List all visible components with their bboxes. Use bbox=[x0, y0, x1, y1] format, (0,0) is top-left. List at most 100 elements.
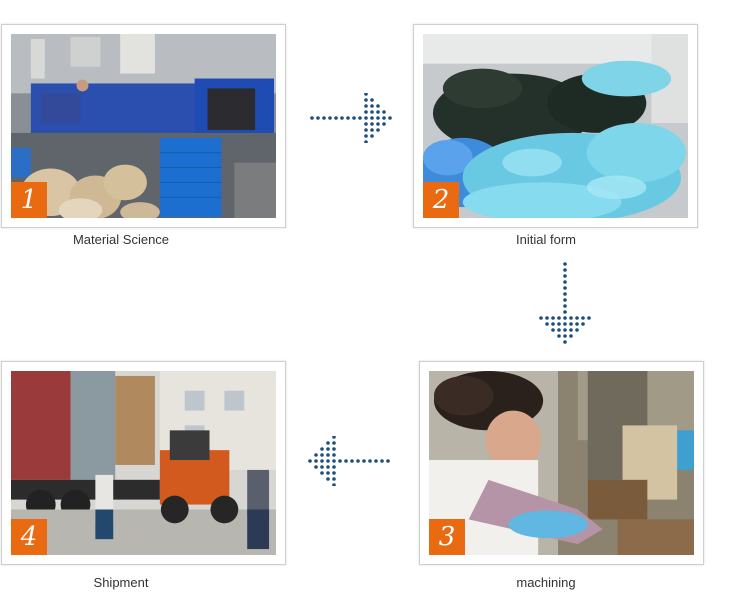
arrow-dot bbox=[563, 316, 567, 320]
photo-frame-step-4: 4 bbox=[1, 361, 286, 565]
arrow-dot bbox=[370, 98, 374, 102]
arrow-dot bbox=[320, 465, 324, 469]
arrow-dot bbox=[376, 104, 380, 108]
worker-at-press-photo bbox=[429, 371, 694, 555]
arrow-dot bbox=[380, 459, 384, 463]
arrow-dot bbox=[316, 116, 320, 120]
arrow-dot bbox=[575, 316, 579, 320]
step-number-badge: 2 bbox=[423, 182, 459, 218]
arrow-dot bbox=[376, 116, 380, 120]
arrow-dot bbox=[370, 128, 374, 132]
arrow-right-icon bbox=[310, 93, 392, 143]
arrow-dot bbox=[346, 116, 350, 120]
arrow-dot bbox=[350, 459, 354, 463]
photo-frame-step-3: 3 bbox=[419, 361, 704, 565]
arrow-dot bbox=[332, 483, 336, 486]
arrow-dot bbox=[569, 322, 573, 326]
arrow-dot bbox=[376, 122, 380, 126]
arrow-dot bbox=[563, 334, 567, 338]
arrow-dot bbox=[352, 116, 356, 120]
arrow-dot bbox=[326, 447, 330, 451]
step-number-badge: 1 bbox=[11, 182, 47, 218]
arrow-dot bbox=[326, 459, 330, 463]
arrow-dot bbox=[563, 328, 567, 332]
arrow-dot bbox=[575, 328, 579, 332]
arrow-dot bbox=[376, 128, 380, 132]
arrow-dot bbox=[539, 316, 543, 320]
arrow-dot bbox=[326, 441, 330, 445]
arrow-dot bbox=[557, 322, 561, 326]
arrow-dot bbox=[551, 328, 555, 332]
arrow-dot bbox=[326, 453, 330, 457]
arrow-dot bbox=[314, 453, 318, 457]
arrow-down-icon bbox=[539, 262, 591, 344]
step-caption: Material Science bbox=[72, 232, 170, 247]
arrow-left-icon bbox=[308, 436, 390, 486]
arrow-dot bbox=[332, 465, 336, 469]
arrow-dot bbox=[320, 459, 324, 463]
container-truck-loading-photo bbox=[11, 371, 276, 555]
arrow-dot bbox=[551, 322, 555, 326]
arrow-dot bbox=[320, 471, 324, 475]
arrow-dot bbox=[557, 334, 561, 338]
arrow-dot bbox=[364, 128, 368, 132]
arrow-dot bbox=[356, 459, 360, 463]
step-caption: machining bbox=[516, 575, 576, 590]
arrow-dot bbox=[364, 122, 368, 126]
arrow-dot bbox=[382, 110, 386, 114]
arrow-dot bbox=[364, 110, 368, 114]
arrow-dot bbox=[563, 280, 567, 284]
arrow-dot bbox=[569, 316, 573, 320]
arrow-dot bbox=[545, 322, 549, 326]
photo-frame-step-2: 2 bbox=[413, 24, 698, 228]
arrow-dot bbox=[320, 453, 324, 457]
arrow-dot bbox=[370, 104, 374, 108]
step-caption: Shipment bbox=[93, 575, 149, 590]
arrow-dot bbox=[334, 116, 338, 120]
arrow-dot bbox=[364, 98, 368, 102]
arrow-dot bbox=[563, 304, 567, 308]
arrow-dot bbox=[370, 134, 374, 138]
arrow-dot bbox=[557, 316, 561, 320]
arrow-dot bbox=[322, 116, 326, 120]
arrow-dot bbox=[326, 477, 330, 481]
arrow-dot bbox=[332, 447, 336, 451]
step-number-badge: 4 bbox=[11, 519, 47, 555]
arrow-dot bbox=[370, 116, 374, 120]
arrow-dot bbox=[332, 453, 336, 457]
arrow-dot bbox=[563, 310, 567, 314]
arrow-dot bbox=[563, 268, 567, 272]
arrow-dot bbox=[332, 459, 336, 463]
arrow-dot bbox=[332, 441, 336, 445]
step-caption: Initial form bbox=[516, 232, 576, 247]
arrow-dot bbox=[326, 471, 330, 475]
arrow-dot bbox=[340, 116, 344, 120]
arrow-dot bbox=[563, 292, 567, 296]
arrow-dot bbox=[332, 436, 336, 439]
arrow-dot bbox=[362, 459, 366, 463]
arrow-dot bbox=[364, 134, 368, 138]
step-number-badge: 3 bbox=[429, 519, 465, 555]
arrow-dot bbox=[326, 465, 330, 469]
arrow-dot bbox=[364, 104, 368, 108]
arrow-dot bbox=[364, 140, 368, 143]
injection-molding-machine-photo bbox=[11, 34, 276, 218]
arrow-dot bbox=[557, 328, 561, 332]
arrow-dot bbox=[364, 116, 368, 120]
molded-parts-pile-photo bbox=[423, 34, 688, 218]
arrow-dot bbox=[364, 93, 368, 96]
arrow-dot bbox=[338, 459, 342, 463]
arrow-dot bbox=[563, 286, 567, 290]
arrow-dot bbox=[344, 459, 348, 463]
arrow-dot bbox=[563, 298, 567, 302]
arrow-dot bbox=[320, 447, 324, 451]
arrow-dot bbox=[569, 328, 573, 332]
arrow-dot bbox=[581, 322, 585, 326]
arrow-dot bbox=[328, 116, 332, 120]
arrow-dot bbox=[368, 459, 372, 463]
arrow-dot bbox=[563, 340, 567, 344]
arrow-dot bbox=[388, 116, 392, 120]
arrow-dot bbox=[587, 316, 591, 320]
arrow-dot bbox=[563, 262, 567, 266]
arrow-dot bbox=[332, 471, 336, 475]
